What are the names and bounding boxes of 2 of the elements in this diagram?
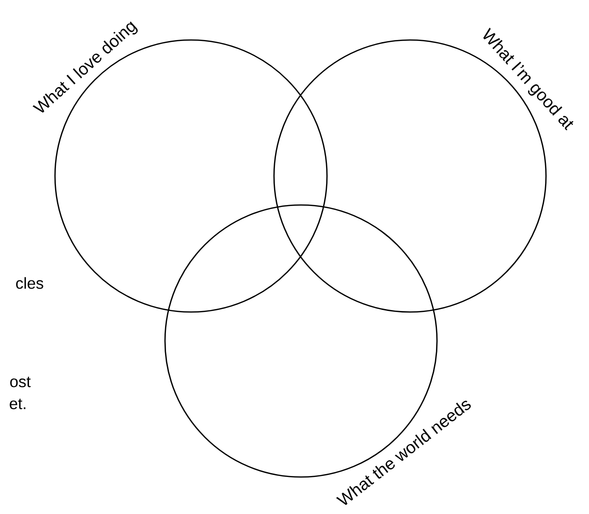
text-fragment: ost xyxy=(10,376,31,388)
text-fragment: et. xyxy=(10,398,26,410)
